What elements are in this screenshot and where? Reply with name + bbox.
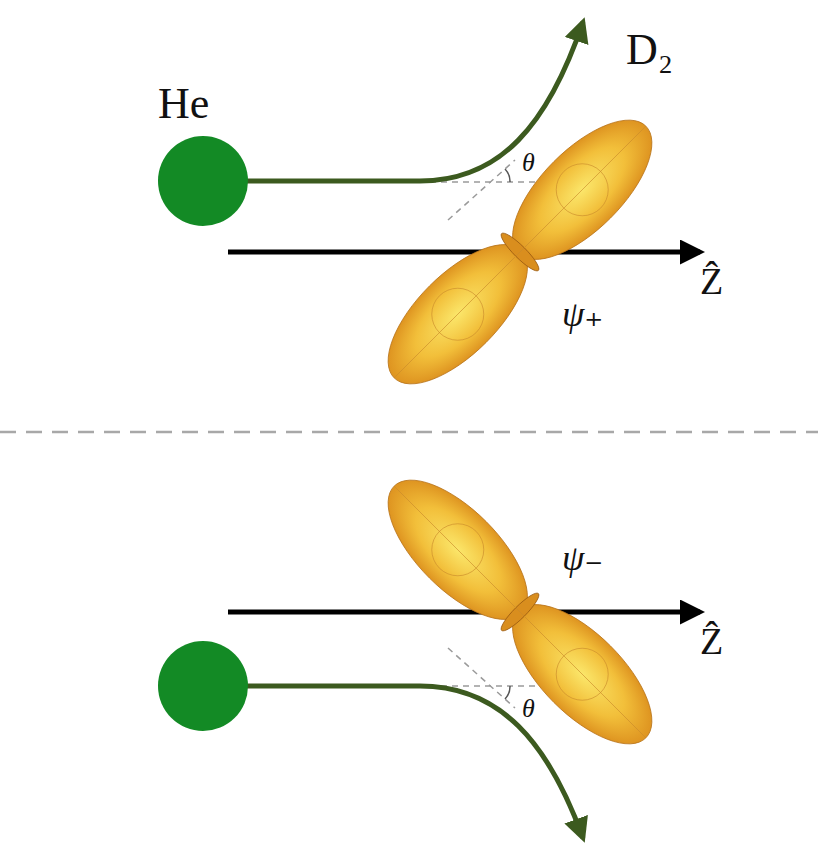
orbital — [366, 458, 674, 766]
grid-line — [394, 126, 646, 378]
grid-line — [394, 486, 646, 738]
orbital — [366, 98, 674, 406]
trajectory — [203, 22, 583, 181]
grid-line — [421, 277, 495, 351]
angle-arc — [505, 686, 510, 699]
angle-label: θ — [522, 150, 535, 176]
helium-atom — [158, 136, 248, 226]
axis-label: Ẑ — [700, 262, 723, 300]
molecule-label: D₂ — [626, 28, 673, 72]
grid-line — [545, 153, 619, 227]
panel-separator — [0, 431, 818, 434]
grid-line — [421, 513, 495, 587]
z-axis — [228, 610, 700, 615]
grid-line — [545, 637, 619, 711]
trajectory — [203, 686, 583, 838]
state-label: ψ₋ — [562, 540, 603, 576]
atom-label: He — [158, 82, 209, 126]
angle-arc — [505, 169, 510, 182]
z-axis — [228, 250, 700, 255]
axis-label: Ẑ — [700, 622, 723, 660]
reference-line — [430, 181, 535, 183]
angle-label: θ — [522, 696, 535, 722]
state-label: ψ₊ — [562, 296, 603, 332]
helium-atom — [158, 641, 248, 731]
